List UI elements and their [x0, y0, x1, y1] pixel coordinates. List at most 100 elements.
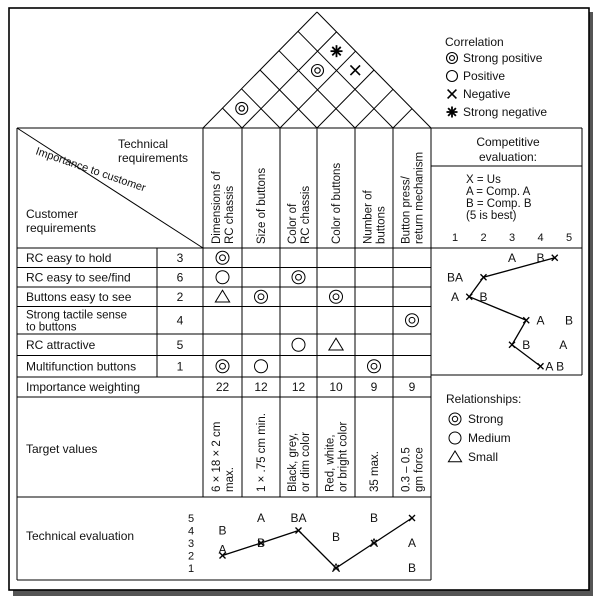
relationships-legend-item-label: Small	[468, 450, 498, 464]
corner-customer-label: Customer	[26, 207, 78, 221]
competitive-legend-line: A = Comp. A	[466, 186, 531, 198]
technical-evaluation-scale-label: 2	[188, 551, 194, 563]
competitive-legend-line: B = Comp. B	[466, 198, 532, 210]
relationship-strong-icon-inner	[295, 273, 302, 281]
relationship-strong-icon-inner	[370, 362, 378, 370]
competitive-us-marker	[551, 254, 559, 262]
legend-strong-icon	[448, 412, 462, 426]
legend-negative-icon	[447, 89, 457, 99]
technical-requirement-label: Size of buttons	[256, 168, 268, 244]
legend-strong-icon-inner	[451, 415, 459, 423]
competitive-competitor-label: B	[479, 290, 487, 304]
technical-evaluation-competitor-label: A	[257, 511, 265, 525]
roof-lattice-line	[278, 50, 356, 129]
legend-strong-positive-icon	[445, 51, 459, 65]
technical-evaluation-competitor-label: BA	[290, 511, 306, 525]
relationship-medium-icon	[291, 337, 306, 352]
target-value-label: gm force	[414, 447, 426, 492]
roof-lattice-line	[392, 108, 413, 129]
customer-requirement-label: RC attractive	[26, 338, 96, 352]
correlation-strong-positive-icon-inner	[238, 105, 246, 112]
competitive-us-marker	[465, 293, 473, 301]
customer-requirement-label: RC easy to see/find	[26, 270, 131, 284]
correlation-negative-icon	[349, 64, 361, 76]
importance-weighting-value: 12	[254, 380, 268, 394]
technical-evaluation-us-marker	[408, 514, 416, 522]
technical-requirement-label: Button press/	[401, 175, 413, 244]
corner-requirements-label: requirements	[118, 151, 188, 165]
importance-weighting-label: Importance weighting	[26, 380, 140, 394]
corner-diagonal-line	[16, 127, 204, 249]
correlation-roof	[202, 11, 432, 129]
corner-technical-label: Technical	[118, 137, 168, 151]
importance-value: 5	[177, 338, 184, 352]
competitive-competitor-label: B	[522, 338, 530, 352]
target-value-label: Red, white,	[325, 434, 337, 492]
correlation-legend-item-label: Positive	[463, 69, 505, 83]
technical-requirement-label: Color of	[287, 203, 299, 244]
importance-value: 1	[177, 359, 184, 373]
roof-lattice-line	[241, 88, 281, 129]
relationship-medium-icon	[215, 270, 230, 285]
roof-lattice-line	[259, 69, 318, 129]
technical-evaluation-us-marker	[332, 564, 340, 572]
importance-value: 4	[177, 313, 184, 327]
importance-value: 3	[177, 251, 184, 265]
technical-evaluation-competitor-label: B	[257, 536, 265, 550]
roof-lattice-line	[222, 107, 243, 129]
competitive-us-marker	[522, 316, 530, 324]
relationship-medium-icon	[254, 359, 268, 374]
target-value-label: or bright color	[338, 422, 350, 492]
relationships-legend-item-label: Strong	[468, 412, 503, 426]
relationship-symbols	[214, 250, 419, 374]
correlation-legend-item-label: Strong negative	[463, 105, 547, 119]
competitive-scale-label: 2	[480, 232, 486, 244]
legend-strong-positive-icon-inner	[448, 54, 456, 62]
legend-positive-icon	[445, 69, 459, 83]
competitive-title: Competitive	[476, 135, 540, 149]
target-value-label: or dim color	[300, 432, 312, 492]
relationship-strong-icon	[254, 289, 268, 304]
target-value-label: 35 max.	[369, 451, 381, 492]
relationship-strong-icon-inner	[408, 316, 416, 324]
importance-weighting-value: 9	[371, 380, 378, 394]
relationship-strong-icon-inner	[257, 293, 265, 301]
technical-requirement-label: Color of buttons	[331, 163, 343, 244]
competitive-scale-label: 4	[537, 232, 543, 244]
relationship-strong-icon-inner	[219, 254, 226, 262]
competitive-legend-line: X = Us	[466, 174, 501, 186]
customer-requirement-label: Strong tactile sense	[26, 309, 127, 321]
target-value-label: 1 × .75 cm min.	[256, 413, 268, 492]
customer-requirement-label: RC easy to hold	[26, 251, 111, 265]
importance-value: 2	[177, 290, 184, 304]
correlation-legend-item-label: Negative	[463, 87, 511, 101]
customer-requirement-label: Multifunction buttons	[26, 359, 136, 373]
technical-evaluation-scale-label: 1	[188, 563, 194, 575]
technical-evaluation-us-marker	[370, 539, 378, 547]
correlation-legend-item-label: Strong positive	[463, 51, 543, 65]
relationship-strong-icon-inner	[332, 293, 340, 301]
technical-evaluation-competitor-label: B	[218, 524, 226, 538]
correlation-legend-title: Correlation	[445, 35, 504, 49]
target-value-label: Black, grey,	[287, 433, 299, 492]
relationship-strong-icon	[367, 359, 381, 374]
technical-requirement-label: Number of	[363, 190, 375, 244]
technical-evaluation-competitor-label: A	[332, 561, 340, 575]
relationship-strong-icon	[291, 270, 306, 285]
correlation-strong-positive-icon	[235, 101, 249, 115]
relationship-strong-icon-inner	[219, 362, 226, 370]
roof-lattice-line	[316, 69, 375, 129]
competitive-title: evaluation:	[479, 150, 537, 164]
importance-weighting-value: 22	[216, 380, 230, 394]
competitive-competitor-label: A	[508, 251, 516, 265]
matrix-grid	[16, 127, 583, 581]
technical-evaluation-us-marker	[295, 527, 302, 534]
importance-value: 6	[177, 270, 184, 284]
competitive-competitor-label: A	[559, 338, 567, 352]
competitive-competitor-label: BA	[447, 270, 463, 284]
technical-requirement-label: Dimensions of	[211, 170, 223, 244]
